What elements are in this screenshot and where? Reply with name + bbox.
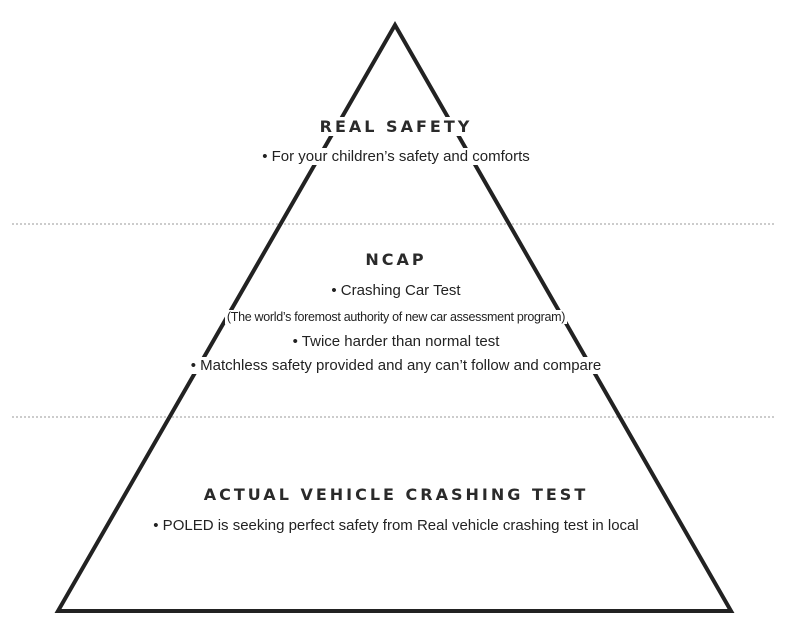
- tier-3-title: ACTUAL VEHICLE CRASHING TEST: [201, 485, 591, 504]
- tier-2-title: NCAP: [363, 250, 429, 269]
- tier-2-line-3: • Twice harder than normal test: [290, 333, 502, 350]
- tier-1-line-1: • For your children’s safety and comfort…: [260, 148, 532, 165]
- tier-2-line-2: (The world’s foremost authority of new c…: [224, 310, 568, 324]
- tier-1-title: REAL SAFETY: [317, 117, 475, 136]
- tier-2-line-1: • Crashing Car Test: [329, 282, 463, 299]
- tier-3-line-1: • POLED is seeking perfect safety from R…: [151, 517, 641, 534]
- tier-2-line-4: • Matchless safety provided and any can’…: [188, 357, 604, 374]
